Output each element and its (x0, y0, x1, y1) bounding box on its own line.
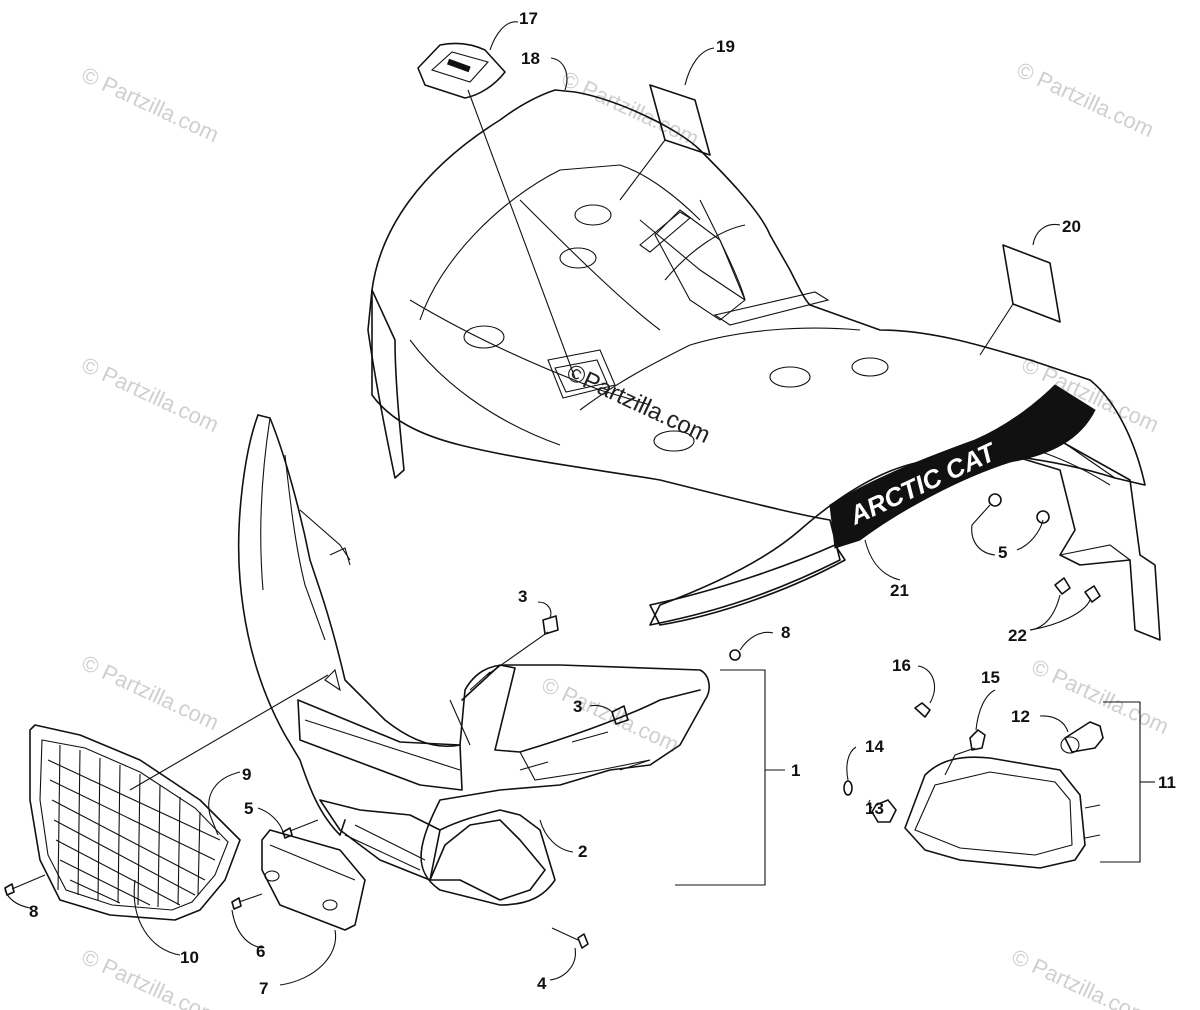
callout-13: 13 (865, 799, 884, 818)
callout-21: 21 (890, 581, 909, 600)
decal-square-20 (1002, 244, 1061, 323)
callout-2: 2 (578, 842, 587, 861)
callout-22: 22 (1008, 626, 1027, 645)
watermark: © Partzilla.com (78, 352, 223, 437)
callout-18: 18 (521, 49, 540, 68)
callout-6: 6 (256, 942, 265, 961)
screws-lower (4, 819, 589, 949)
decal-square-19 (649, 84, 711, 156)
callout-20: 20 (1062, 217, 1081, 236)
mounting-bracket (1009, 437, 1161, 641)
callout-17: 17 (519, 9, 538, 28)
screw-rivet-upper (988, 493, 1050, 524)
watermark-layer: © Partzilla.com © Partzilla.com © Partzi… (78, 57, 1173, 1010)
callout-1: 1 (791, 761, 800, 780)
callout-labels: 17 18 19 20 21 5 22 3 3 8 1 2 4 9 5 6 7 … (29, 9, 1176, 998)
leader-lines (4, 21, 1155, 986)
reflector-cover (261, 829, 366, 931)
watermark: © Partzilla.com (78, 944, 223, 1010)
grille (29, 724, 241, 921)
callout-3-lower: 3 (573, 697, 582, 716)
callout-14: 14 (865, 737, 884, 756)
callout-16: 16 (892, 656, 911, 675)
watermark: © Partzilla.com (78, 650, 223, 735)
callout-12: 12 (1011, 707, 1030, 726)
watermark: © Partzilla.com (538, 672, 683, 757)
callout-19: 19 (716, 37, 735, 56)
front-fender-body (367, 89, 1146, 626)
badge-emblem (417, 42, 506, 99)
arctic-cat-decal: ARCTIC CAT (829, 384, 1096, 549)
callout-9: 9 (242, 765, 251, 784)
watermark: © Partzilla.com (1013, 57, 1158, 142)
callout-15: 15 (981, 668, 1000, 687)
watermark: © Partzilla.com (78, 62, 223, 147)
callout-5-upper: 5 (998, 543, 1007, 562)
callout-8-upper: 8 (781, 623, 790, 642)
callout-10: 10 (180, 948, 199, 967)
callout-5-lower: 5 (244, 799, 253, 818)
headlight-assembly (843, 702, 1104, 869)
callout-3-upper: 3 (518, 587, 527, 606)
watermark: © Partzilla.com (1008, 944, 1153, 1010)
callout-8-lower: 8 (29, 902, 38, 921)
front-bumper (237, 414, 741, 906)
callout-11: 11 (1158, 773, 1176, 792)
decal-brand-text: ARCTIC CAT (844, 436, 1002, 531)
callout-4: 4 (537, 974, 547, 993)
callout-7: 7 (259, 979, 268, 998)
